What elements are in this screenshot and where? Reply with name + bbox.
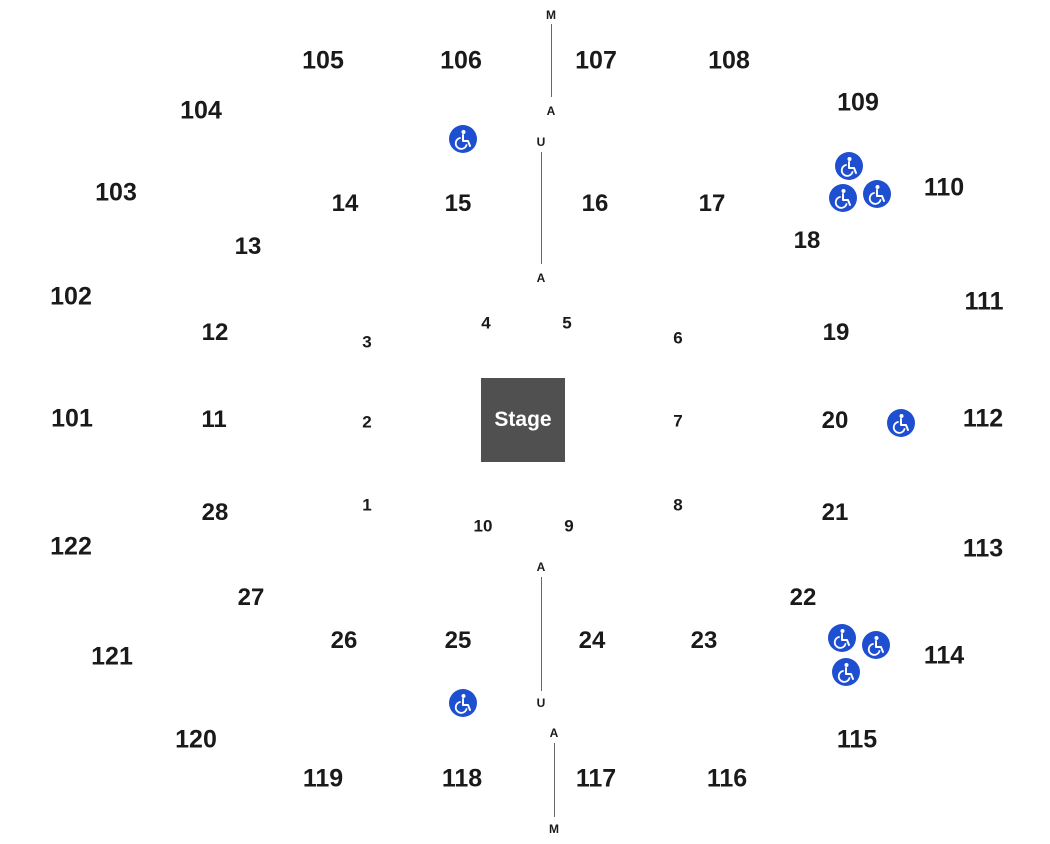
stage[interactable]: Stage	[481, 378, 565, 462]
aisle-line-bottom-lower	[541, 577, 542, 691]
section-116[interactable]: 116	[706, 764, 748, 793]
section-17[interactable]: 17	[698, 190, 726, 217]
section-109[interactable]: 109	[837, 88, 879, 117]
aisle-letter-u-top: U	[536, 135, 546, 149]
section-113[interactable]: 113	[962, 534, 1004, 563]
section-107[interactable]: 107	[575, 46, 617, 75]
section-120[interactable]: 120	[175, 725, 217, 754]
section-18[interactable]: 18	[793, 227, 821, 254]
section-106[interactable]: 106	[440, 46, 482, 75]
section-12[interactable]: 12	[201, 319, 229, 346]
section-6[interactable]: 6	[673, 328, 683, 348]
section-4[interactable]: 4	[481, 313, 491, 333]
aisle-letter-a-top: A	[546, 104, 556, 118]
section-8[interactable]: 8	[673, 495, 683, 515]
section-23[interactable]: 23	[690, 627, 718, 654]
section-13[interactable]: 13	[234, 233, 262, 260]
wheelchair-icon	[828, 624, 856, 652]
aisle-letter-a-bottom-2: A	[549, 726, 559, 740]
wheelchair-icon	[862, 631, 890, 659]
wheelchair-icon	[863, 180, 891, 208]
aisle-line-top-lower	[541, 152, 542, 264]
section-10[interactable]: 10	[473, 516, 493, 536]
section-5[interactable]: 5	[562, 313, 572, 333]
section-28[interactable]: 28	[201, 499, 229, 526]
aisle-letter-u-bottom: U	[536, 696, 546, 710]
section-118[interactable]: 118	[441, 764, 483, 793]
section-110[interactable]: 110	[923, 173, 965, 202]
section-121[interactable]: 121	[91, 642, 133, 671]
section-112[interactable]: 112	[962, 404, 1004, 433]
section-1[interactable]: 1	[362, 495, 372, 515]
wheelchair-icon	[832, 658, 860, 686]
section-3[interactable]: 3	[362, 332, 372, 352]
aisle-line-top-upper	[551, 24, 552, 97]
wheelchair-icon	[449, 125, 477, 153]
section-22[interactable]: 22	[789, 584, 817, 611]
section-9[interactable]: 9	[564, 516, 574, 536]
aisle-letter-a-top-2: A	[536, 271, 546, 285]
section-26[interactable]: 26	[330, 627, 358, 654]
section-115[interactable]: 115	[836, 725, 878, 754]
section-15[interactable]: 15	[444, 190, 472, 217]
wheelchair-icon	[835, 152, 863, 180]
section-117[interactable]: 117	[575, 764, 617, 793]
section-104[interactable]: 104	[180, 96, 222, 125]
section-21[interactable]: 21	[821, 499, 849, 526]
section-2[interactable]: 2	[362, 412, 372, 432]
wheelchair-icon	[829, 184, 857, 212]
aisle-line-bottom-upper	[554, 743, 555, 817]
section-20[interactable]: 20	[821, 407, 849, 434]
section-24[interactable]: 24	[578, 627, 606, 654]
section-7[interactable]: 7	[673, 411, 683, 431]
section-105[interactable]: 105	[302, 46, 344, 75]
section-11[interactable]: 11	[201, 406, 227, 433]
section-111[interactable]: 111	[964, 287, 1004, 316]
section-101[interactable]: 101	[51, 404, 93, 433]
section-14[interactable]: 14	[331, 190, 359, 217]
section-25[interactable]: 25	[444, 627, 472, 654]
section-19[interactable]: 19	[822, 319, 850, 346]
section-16[interactable]: 16	[581, 190, 609, 217]
section-119[interactable]: 119	[302, 764, 344, 793]
aisle-letter-m-bottom: M	[549, 822, 559, 836]
wheelchair-icon	[887, 409, 915, 437]
section-114[interactable]: 114	[923, 641, 965, 670]
section-108[interactable]: 108	[708, 46, 750, 75]
section-102[interactable]: 102	[50, 282, 92, 311]
wheelchair-icon	[449, 689, 477, 717]
aisle-letter-a-bottom: A	[536, 560, 546, 574]
section-122[interactable]: 122	[50, 532, 92, 561]
aisle-letter-m-top: M	[546, 8, 556, 22]
section-103[interactable]: 103	[95, 178, 137, 207]
section-27[interactable]: 27	[237, 584, 265, 611]
